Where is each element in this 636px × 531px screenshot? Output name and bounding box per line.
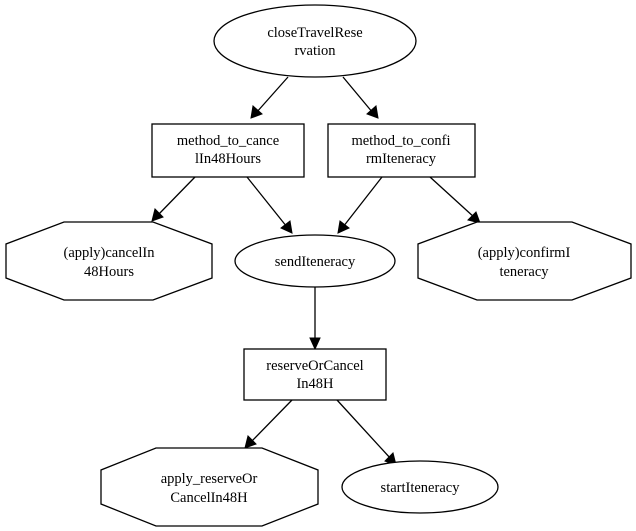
- node-label-line1: apply_reserveOr: [161, 471, 258, 487]
- edges: [151, 76, 481, 466]
- node-apply-reserve: apply_reserveOr CancelIn48H: [100, 447, 319, 527]
- edge-close-to-confirm: [342, 76, 374, 114]
- node-label-line2: rmIteneracy: [366, 151, 437, 167]
- node-label-line2: teneracy: [499, 264, 549, 280]
- node-send-iteneracy: sendIteneracy: [234, 234, 396, 288]
- node-label-line1: (apply)confirmI: [478, 245, 571, 261]
- node-label-line2: rvation: [294, 43, 336, 59]
- node-apply-cancel: (apply)cancelIn 48Hours: [5, 221, 213, 301]
- node-method-to-cancel: method_to_cance lIn48Hours: [151, 123, 305, 178]
- node-label-line1: method_to_confi: [351, 133, 450, 149]
- node-label: sendIteneracy: [275, 254, 356, 270]
- node-label-line1: method_to_cance: [177, 133, 279, 149]
- node-close-travel-reservation: closeTravelRese rvation: [213, 4, 417, 78]
- node-method-to-confirm: method_to_confi rmIteneracy: [327, 123, 476, 178]
- edge-cancel-to-apply-cancel: [156, 176, 196, 217]
- edge-confirm-to-apply-confirm: [429, 176, 476, 219]
- node-label-line1: (apply)cancelIn: [64, 245, 156, 261]
- node-start-iteneracy: startIteneracy: [341, 460, 499, 514]
- node-label: startIteneracy: [381, 480, 461, 496]
- edge-cancel-to-send: [246, 176, 288, 228]
- node-label-line2: lIn48Hours: [195, 151, 261, 167]
- node-label-line1: reserveOrCancel: [266, 358, 363, 374]
- edge-reserve-to-apply-reserve: [249, 399, 293, 444]
- edge-confirm-to-send: [342, 176, 383, 228]
- node-reserve-or-cancel: reserveOrCancel In48H: [243, 348, 387, 401]
- edge-reserve-to-start: [336, 399, 392, 460]
- node-label-line2: 48Hours: [84, 264, 134, 280]
- node-label-line1: closeTravelRese: [267, 25, 362, 41]
- node-label-line2: In48H: [296, 376, 334, 392]
- edge-close-to-cancel: [255, 76, 289, 114]
- node-apply-confirm: (apply)confirmI teneracy: [417, 221, 632, 301]
- node-label-line2: CancelIn48H: [170, 490, 248, 506]
